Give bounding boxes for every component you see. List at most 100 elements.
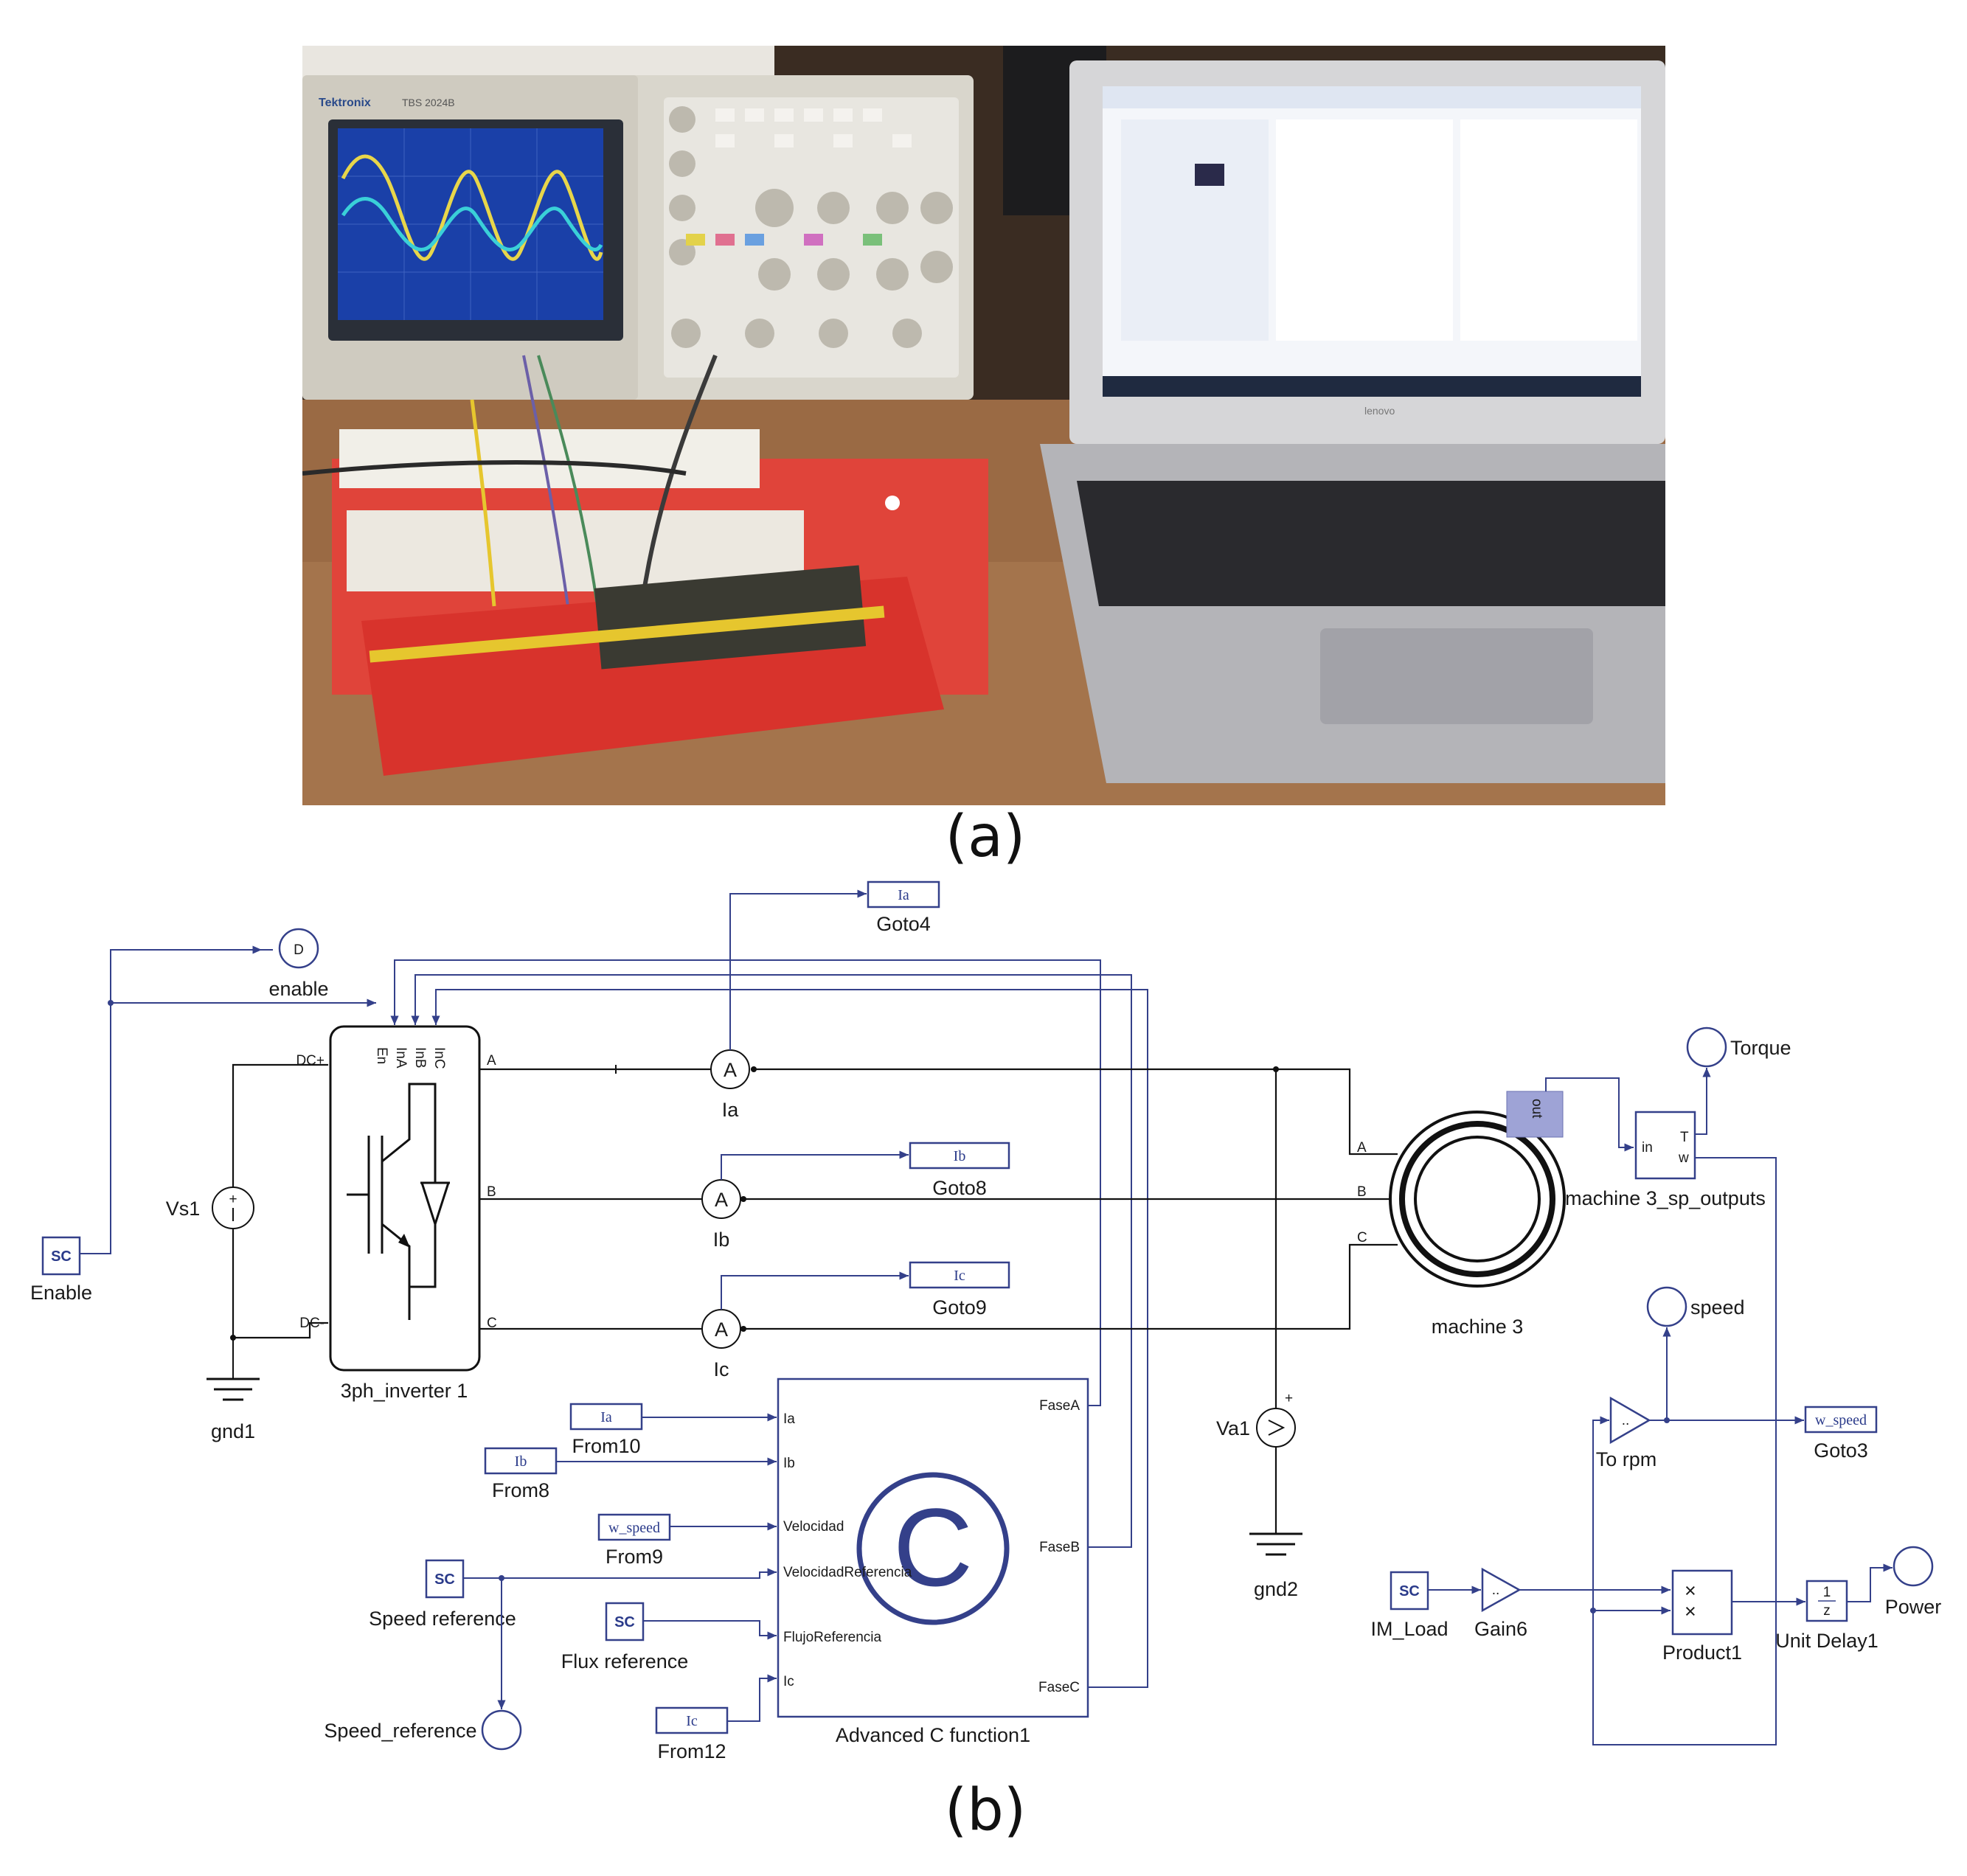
caption-a: (a) <box>945 804 1026 870</box>
to-rpm-label: To rpm <box>1596 1448 1657 1470</box>
cf-in-flujo-referencia: FlujoReferencia <box>783 1630 881 1645</box>
inverter-port-b: B <box>487 1184 496 1200</box>
induction-machine[interactable] <box>1389 1111 1566 1288</box>
power-label: Power <box>1885 1596 1942 1618</box>
from10-block[interactable]: Ia <box>569 1403 643 1431</box>
from9-tag: w_speed <box>608 1520 660 1536</box>
from10-tag: Ia <box>600 1409 612 1425</box>
sp-w-port: w <box>1678 1150 1689 1166</box>
to-rpm-gain[interactable]: .. <box>1609 1396 1651 1445</box>
ammeter-ib[interactable]: A <box>701 1179 741 1219</box>
unit-delay-label: Unit Delay1 <box>1775 1630 1878 1652</box>
from8-block[interactable]: Ib <box>484 1447 558 1475</box>
va1-label: Va1 <box>1216 1417 1250 1439</box>
inverter-top-ports: En InA InB InC <box>374 1047 447 1069</box>
from12-label: From12 <box>657 1740 726 1762</box>
scope-model: TBS 2024B <box>402 97 455 108</box>
oscilloscope: Tektronix TBS 2024B <box>302 75 974 400</box>
from12-tag: Ic <box>686 1713 698 1729</box>
torque-label: Torque <box>1730 1037 1791 1059</box>
goto9-block[interactable]: Ic <box>909 1261 1010 1289</box>
voltmeter-va1[interactable] <box>1256 1408 1296 1448</box>
from12-block[interactable]: Ic <box>655 1706 729 1734</box>
machine-out-port[interactable]: out <box>1506 1091 1564 1138</box>
vs1-plus: + <box>229 1192 237 1207</box>
flux-ref-sc-text: SC <box>614 1614 635 1630</box>
goto4-block[interactable]: Ia <box>867 880 940 909</box>
product1-block[interactable]: × × <box>1671 1569 1733 1636</box>
unit-delay-den: z <box>1823 1603 1831 1619</box>
goto3-tag: w_speed <box>1815 1412 1867 1428</box>
from9-label: From9 <box>606 1546 663 1568</box>
goto8-block[interactable]: Ib <box>909 1142 1010 1170</box>
dsp-board <box>361 565 944 776</box>
sp-in-port: in <box>1642 1140 1653 1156</box>
ground-gnd1 <box>207 1338 260 1401</box>
cf-in-ia: Ia <box>783 1411 795 1427</box>
port-ina: InA <box>393 1047 409 1069</box>
product1-op-1: × <box>1685 1580 1696 1602</box>
goto4-label: Goto4 <box>876 913 931 935</box>
gain6-label: Gain6 <box>1474 1618 1527 1640</box>
goto3-block[interactable]: w_speed <box>1804 1406 1878 1434</box>
machine-port-b: B <box>1357 1184 1367 1200</box>
cf-out-fasec: FaseC <box>1038 1680 1080 1695</box>
va1-plus: + <box>1285 1391 1293 1406</box>
inverter-label: 3ph_inverter 1 <box>341 1380 468 1402</box>
ammeter-ia[interactable]: A <box>710 1049 750 1089</box>
photo-illustration: Tektronix TBS 2024B <box>302 46 1665 805</box>
ammeter-ic-symbol: A <box>715 1319 728 1341</box>
inverter-port-a: A <box>487 1053 496 1069</box>
cf-out-fasea: FaseA <box>1039 1398 1080 1414</box>
speed-reference-label: Speed reference <box>369 1608 516 1630</box>
gnd1-label: gnd1 <box>211 1420 255 1442</box>
cf-in-velocidad: Velocidad <box>783 1519 844 1535</box>
advanced-c-function-block[interactable]: C <box>777 1378 1089 1718</box>
gain6-block[interactable]: .. <box>1481 1567 1522 1613</box>
ground-gnd2 <box>1249 1532 1302 1556</box>
sp-t-port: T <box>1680 1130 1689 1145</box>
machine-sp-outputs-block[interactable]: in T w <box>1634 1111 1696 1180</box>
ammeter-ib-symbol: A <box>715 1189 728 1211</box>
lab-setup-photo: Tektronix TBS 2024B <box>302 46 1665 805</box>
from10-label: From10 <box>572 1435 640 1457</box>
ammeter-ic[interactable]: A <box>701 1309 741 1349</box>
im-load-sc-text: SC <box>1399 1583 1420 1599</box>
speed-probe[interactable] <box>1646 1286 1687 1327</box>
speed-reference-probe[interactable] <box>481 1709 522 1751</box>
enable-probe[interactable]: D <box>278 928 319 969</box>
three-phase-inverter[interactable] <box>329 1025 481 1372</box>
port-inb: InB <box>412 1047 428 1069</box>
speed-probe-label: speed <box>1690 1296 1745 1319</box>
port-dcp: DC+ <box>296 1053 325 1069</box>
torque-probe[interactable] <box>1686 1026 1727 1068</box>
im-load-label: IM_Load <box>1370 1618 1448 1640</box>
enable-sc-block[interactable]: SC <box>41 1236 81 1276</box>
power-probe[interactable] <box>1893 1546 1934 1587</box>
enable-sc-text: SC <box>51 1248 72 1265</box>
gnd2-label: gnd2 <box>1254 1578 1298 1600</box>
cfunction-label: Advanced C function1 <box>836 1724 1030 1746</box>
ammeter-ib-label: Ib <box>713 1229 730 1251</box>
dc-source-vs1[interactable]: + <box>212 1187 254 1229</box>
cf-in-ib: Ib <box>783 1456 795 1471</box>
vs1-label: Vs1 <box>166 1198 201 1220</box>
ammeter-ia-symbol: A <box>724 1059 737 1081</box>
gain6-symbol: .. <box>1492 1583 1500 1598</box>
sp-outputs-label: machine 3_sp_outputs <box>1565 1187 1766 1209</box>
unit-delay-block[interactable]: 1 z <box>1805 1580 1848 1622</box>
speed-reference-probe-label: Speed_reference <box>324 1720 476 1742</box>
goto8-tag: Ib <box>954 1148 966 1164</box>
unit-delay-num: 1 <box>1823 1585 1831 1600</box>
port-dcm: DC- <box>299 1316 325 1331</box>
im-load-sc-block[interactable]: SC <box>1390 1571 1429 1611</box>
flux-reference-sc-block[interactable]: SC <box>605 1602 645 1642</box>
scope-brand: Tektronix <box>319 97 371 109</box>
goto9-label: Goto9 <box>932 1296 987 1319</box>
from9-block[interactable]: w_speed <box>597 1513 671 1541</box>
cf-out-faseb: FaseB <box>1039 1540 1080 1555</box>
speed-reference-sc-block[interactable]: SC <box>425 1559 465 1599</box>
goto8-label: Goto8 <box>932 1177 987 1199</box>
to-rpm-symbol: .. <box>1622 1413 1630 1428</box>
